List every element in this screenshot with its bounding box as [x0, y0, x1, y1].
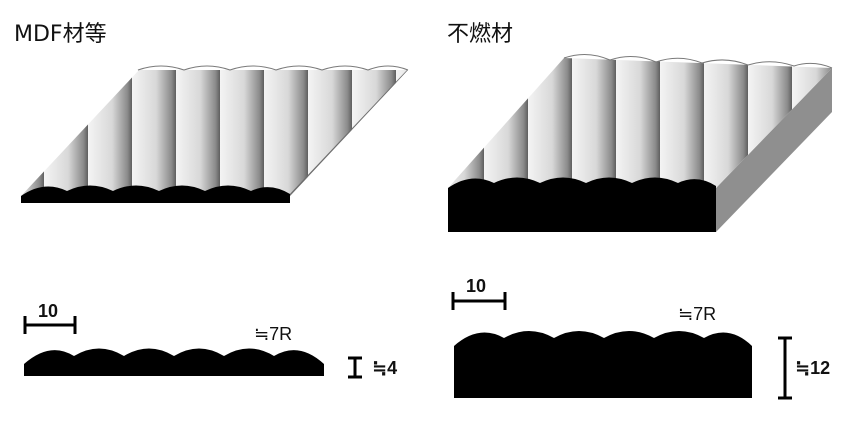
nonflammable-radius-label: ≒7R [678, 304, 716, 324]
nonflammable-top-surface [448, 58, 832, 188]
mdf-right-edge [288, 70, 408, 196]
mdf-thickness-dimension: ≒4 [348, 356, 397, 379]
nonflammable-section-profile [454, 331, 752, 398]
nonflammable-thickness-label: ≒12 [795, 358, 830, 378]
mdf-top-surface [21, 70, 408, 196]
mdf-section-profile [24, 348, 324, 376]
mdf-radius-label: ≒7R [254, 324, 292, 344]
mdf-far-edge-scallops [137, 65, 409, 71]
mdf-thickness-label: ≒4 [372, 358, 397, 378]
nonflammable-front-face [448, 177, 716, 232]
mdf-panel-3d [21, 65, 409, 203]
nonflammable-side-face [716, 68, 832, 232]
panel-title-nonflammable: 不燃材 [447, 22, 514, 47]
nonflammable-thickness-dimension: ≒12 [778, 336, 830, 400]
nonflammable-pitch-dimension: 10 [451, 276, 507, 310]
mdf-cross-section: 10 ≒7R ≒4 [23, 301, 397, 379]
mdf-pitch-label: 10 [38, 301, 58, 321]
nonflammable-panel-3d [448, 54, 833, 232]
panel-title-mdf: MDF材等 [14, 22, 107, 47]
mdf-pitch-dimension: 10 [23, 301, 77, 334]
mdf-front-face [21, 185, 290, 203]
nonflammable-pitch-label: 10 [466, 276, 486, 296]
nonflammable-cross-section: 10 ≒7R ≒12 [451, 276, 830, 400]
nonflammable-far-edge-scallops [563, 54, 833, 69]
